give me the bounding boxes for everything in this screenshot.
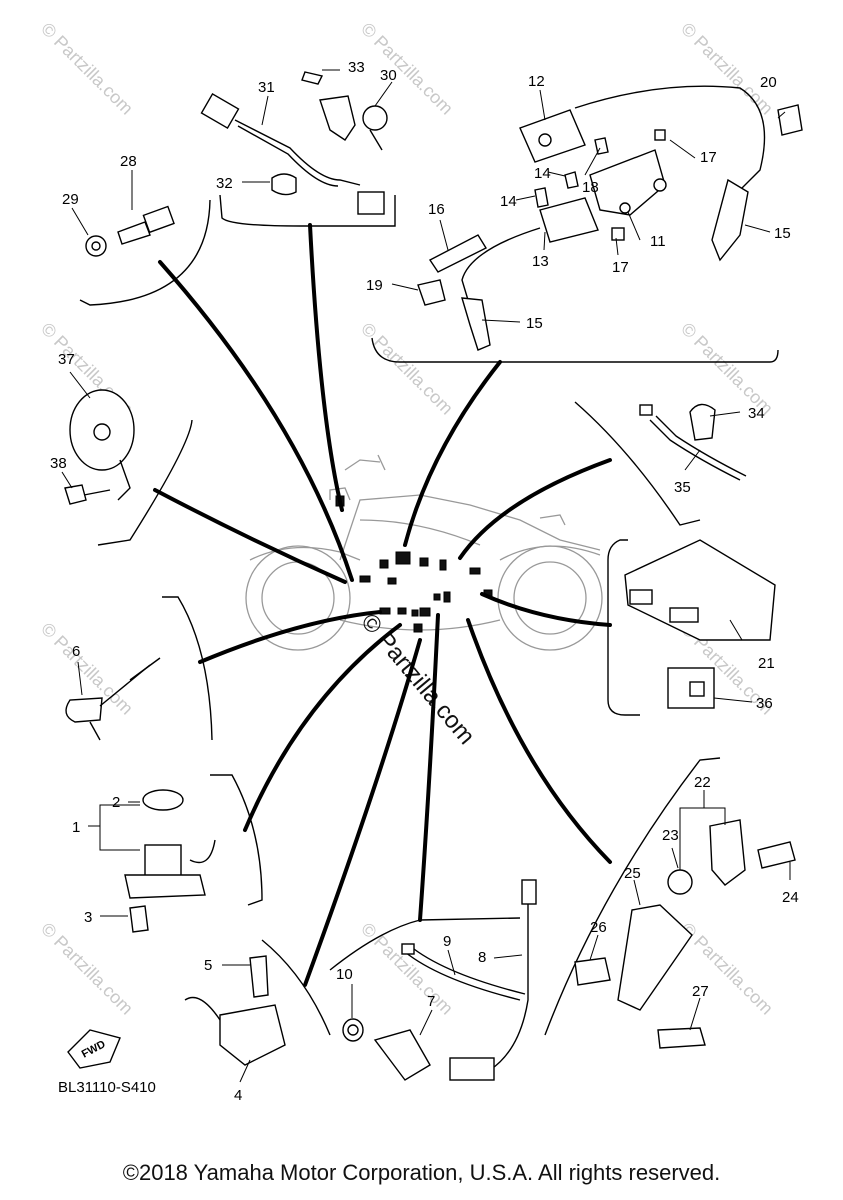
callout-13: 13 <box>532 253 549 270</box>
callout-23: 23 <box>662 827 679 844</box>
callout-17a: 17 <box>700 149 717 166</box>
callout-33: 33 <box>348 59 365 76</box>
callout-31: 31 <box>258 79 275 96</box>
watermark: © Partzilla.com <box>677 319 777 419</box>
connector-lines <box>153 223 612 987</box>
copyright-notice: ©2018 Yamaha Motor Corporation, U.S.A. A… <box>122 1160 721 1185</box>
callout-19: 19 <box>366 277 383 294</box>
watermark: © Partzilla.com <box>357 19 457 119</box>
callout-22: 22 <box>694 774 711 791</box>
reference-code: BL31110-S410 <box>58 1079 156 1096</box>
callout-20: 20 <box>760 74 777 91</box>
callout-14b: 14 <box>500 193 517 210</box>
callout-1: 1 <box>72 819 80 836</box>
callout-9: 9 <box>443 933 451 950</box>
callout-17b: 17 <box>612 259 629 276</box>
callout-10: 10 <box>336 966 353 983</box>
callout-8: 8 <box>478 949 486 966</box>
callout-3: 3 <box>84 909 92 926</box>
callout-21: 21 <box>758 655 775 672</box>
callout-6: 6 <box>72 643 80 660</box>
callout-30: 30 <box>380 67 397 84</box>
callout-35: 35 <box>674 479 691 496</box>
callout-14a: 14 <box>534 165 551 182</box>
callout-32: 32 <box>216 175 233 192</box>
callout-38: 38 <box>50 455 67 472</box>
watermark: © Partzilla.com <box>677 919 777 1019</box>
callout-2: 2 <box>112 794 120 811</box>
leader-lines <box>61 69 791 1083</box>
watermark: © Partzilla.com <box>37 919 137 1019</box>
motorcycle-outline <box>245 454 603 651</box>
callout-16: 16 <box>428 201 445 218</box>
watermark: © Partzilla.com <box>37 19 137 119</box>
callout-5: 5 <box>204 957 212 974</box>
callout-12: 12 <box>528 73 545 90</box>
callout-24: 24 <box>782 889 799 906</box>
callout-36: 36 <box>756 695 773 712</box>
callout-37: 37 <box>58 351 75 368</box>
callout-11: 11 <box>650 233 666 250</box>
callout-18: 18 <box>582 179 599 196</box>
callout-4: 4 <box>234 1087 242 1104</box>
callout-26: 26 <box>590 919 607 936</box>
callouts: 1 2 3 4 5 6 7 8 9 10 11 12 13 14 14 15 1… <box>50 59 799 1104</box>
callout-27: 27 <box>692 983 709 1000</box>
callout-25: 25 <box>624 865 641 882</box>
group-brackets <box>79 194 779 1036</box>
watermark: © Partzilla.com <box>357 319 457 419</box>
callout-15a: 15 <box>774 225 791 242</box>
callout-15b: 15 <box>526 315 543 332</box>
callout-29: 29 <box>62 191 79 208</box>
watermark: © Partzilla.com <box>677 19 777 119</box>
callout-7: 7 <box>427 993 435 1010</box>
callout-34: 34 <box>748 405 765 422</box>
callout-28: 28 <box>120 153 137 170</box>
part-drawings <box>64 71 803 1081</box>
